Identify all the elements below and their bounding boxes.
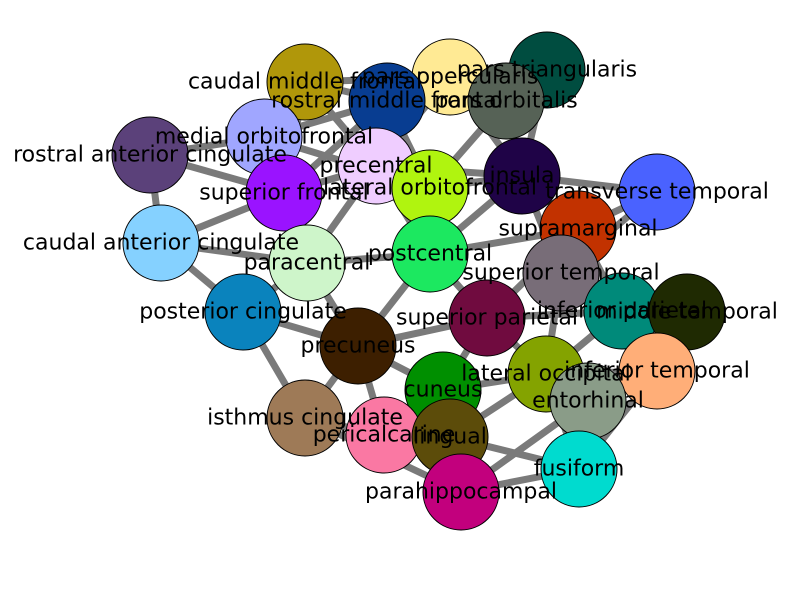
label-cuneus: cuneus <box>404 378 483 403</box>
node-superior-temporal <box>522 234 600 312</box>
label-pericalcarine: pericalcarine <box>313 423 456 448</box>
node-precuneus <box>319 307 397 385</box>
label-inferior-temporal: inferior temporal <box>564 359 750 384</box>
label-rostral-anterior-cingulate: rostral anterior cingulate <box>13 143 287 168</box>
node-caudal-middle-frontal <box>266 43 344 121</box>
label-lateral-orbitofrontal: lateral orbitofrontal <box>323 176 537 201</box>
node-parahippocampal <box>422 453 500 531</box>
label-lateral-occipital: lateral occipital <box>461 362 630 387</box>
label-insula: insula <box>489 164 554 189</box>
label-medial-orbitofrontal: medial orbitofrontal <box>155 125 373 150</box>
label-pars-opercularis: pars opercularis <box>362 65 539 90</box>
label-pars-orbitalis: pars orbitalis <box>434 89 577 114</box>
label-pars-triangularis: pars triangularis <box>457 58 637 83</box>
node-pars-orbitalis <box>467 62 545 140</box>
node-rostral-anterior-cingulate <box>111 116 189 194</box>
label-fusiform: fusiform <box>534 457 625 482</box>
label-lingual: lingual <box>413 425 487 450</box>
label-superior-parietal: superior parietal <box>396 306 578 331</box>
label-superior-temporal: superior temporal <box>462 261 659 286</box>
label-precuneus: precuneus <box>301 334 416 359</box>
label-transverse-temporal: transverse temporal <box>545 180 769 205</box>
label-entorhinal: entorhinal <box>532 389 644 414</box>
node-postcentral <box>391 215 469 293</box>
node-fusiform <box>540 430 618 508</box>
label-inferior-parietal: inferior parietal <box>537 299 707 324</box>
label-posterior-cingulate: posterior cingulate <box>139 300 347 325</box>
nodes-layer <box>111 31 726 531</box>
node-superior-parietal <box>448 279 526 357</box>
label-isthmus-cingulate: isthmus cingulate <box>207 406 403 431</box>
label-postcentral: postcentral <box>368 242 492 267</box>
node-transverse-temporal <box>618 153 696 231</box>
label-superior-frontal: superior frontal <box>199 181 369 206</box>
label-supramarginal: supramarginal <box>498 217 657 242</box>
label-rostral-middle-frontal: rostral middle frontal <box>271 89 503 114</box>
node-superior-frontal <box>245 154 323 232</box>
label-middle-temporal: middle temporal <box>596 300 778 325</box>
node-posterior-cingulate <box>204 273 282 351</box>
node-paracentral <box>268 224 346 302</box>
label-caudal-middle-frontal: caudal middle frontal <box>188 70 422 95</box>
label-precentral: precentral <box>320 154 433 179</box>
label-caudal-anterior-cingulate: caudal anterior cingulate <box>23 231 299 256</box>
node-caudal-anterior-cingulate <box>122 204 200 282</box>
node-isthmus-cingulate <box>266 379 344 457</box>
label-paracentral: paracentral <box>244 251 371 276</box>
label-parahippocampal: parahippocampal <box>365 480 557 505</box>
node-inferior-temporal <box>618 332 696 410</box>
node-insula <box>483 137 561 215</box>
